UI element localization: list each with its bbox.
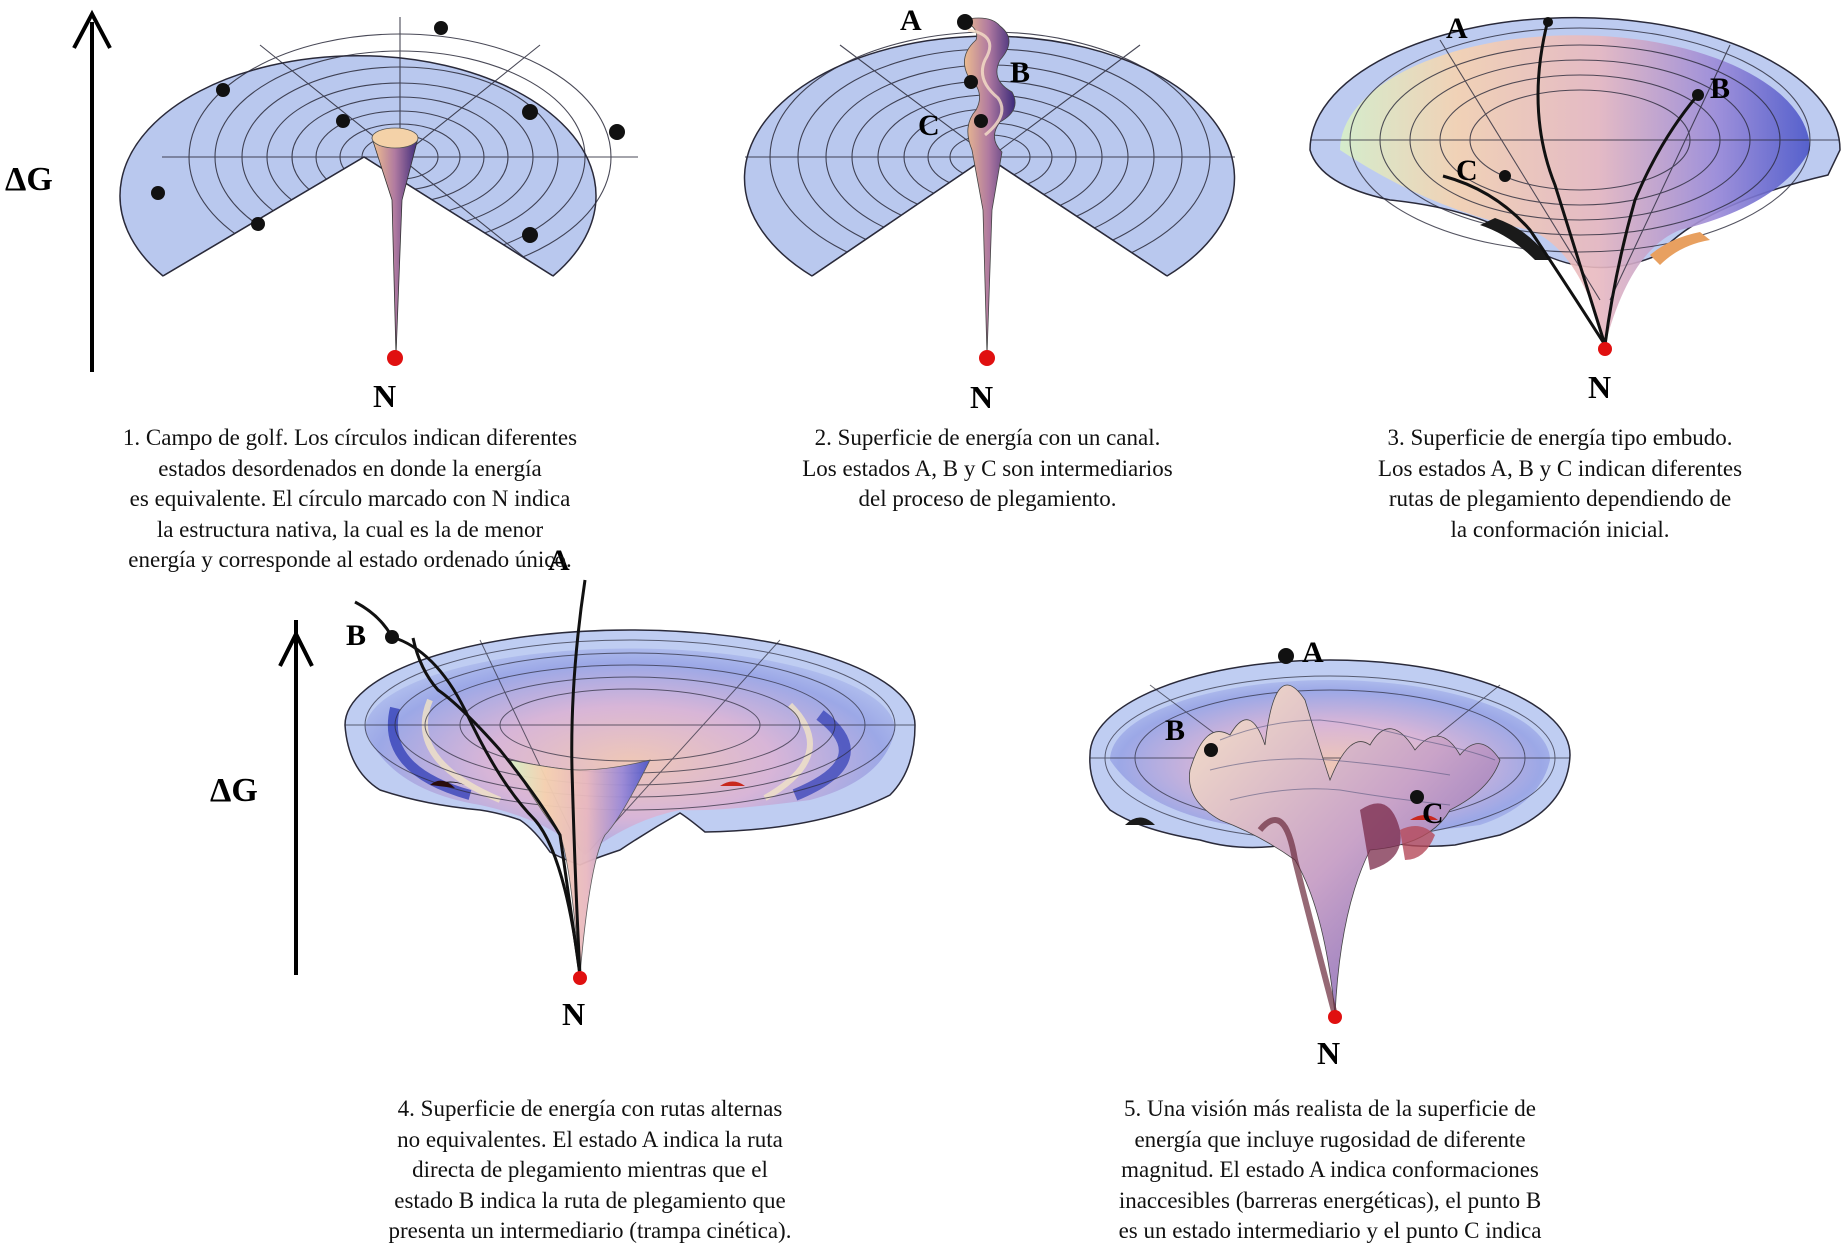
native-state-dot <box>573 971 587 985</box>
panel-3-native-label: N <box>1588 369 1611 405</box>
routes <box>368 595 370 600</box>
delta-g-label: ΔG <box>5 161 53 198</box>
panel-4-native-label: N <box>562 996 585 1032</box>
route-lines <box>355 580 362 590</box>
caption-line: magnitud. El estado A indica conformacio… <box>1020 1155 1640 1186</box>
folding-route-lines <box>350 595 360 601</box>
panel-4-caption: 4. Superficie de energía con rutas alter… <box>290 1094 890 1247</box>
native-state-dot <box>1328 1010 1342 1024</box>
panel-2-state-b-label: B <box>1010 56 1030 89</box>
panel-3-state-c-label: C <box>1456 154 1478 187</box>
caption-line: presenta un intermediario (trampa cinéti… <box>290 1216 890 1247</box>
panel-3-state-a-label: A <box>1446 12 1468 45</box>
caption-line: 4. Superficie de energía con rutas alter… <box>290 1094 890 1125</box>
panel-5-top-overlay <box>1070 640 1590 680</box>
caption-line: Los estados A, B y C son intermediarios <box>700 454 1275 485</box>
panel-5-state-c-label: C <box>1422 797 1444 830</box>
caption-line: rutas de plegamiento dependiendo de <box>1290 484 1830 515</box>
caption-line: del proceso de plegamiento. <box>700 484 1275 515</box>
caption-line: estados desordenados en donde la energía <box>20 454 680 485</box>
panel-1-diagram: ΔG N <box>0 0 700 420</box>
caption-line: no equivalentes. El estado A indica la r… <box>290 1125 890 1156</box>
panel-4-route-overlay <box>180 620 940 720</box>
panel-2-diagram: A B C N <box>700 0 1280 420</box>
rugged-surface <box>1090 660 1570 1015</box>
panel-2-caption: 2. Superficie de energía con un canal. L… <box>700 423 1275 515</box>
delta-g-axis-arrow <box>74 14 110 372</box>
panel-2-state-a-label: A <box>900 4 922 37</box>
panel-5-native-label: N <box>1317 1035 1340 1071</box>
panel-1-native-label: N <box>373 378 396 414</box>
native-state-dot <box>387 350 403 366</box>
caption-line: 2. Superficie de energía con un canal. <box>700 423 1275 454</box>
panel-3-state-b-label: B <box>1710 72 1730 105</box>
panel-5-caption: 5. Una visión más realista de la superfi… <box>1020 1094 1640 1247</box>
panel-3-diagram: A B C N <box>1280 0 1841 420</box>
panel-5-state-b-label: B <box>1165 714 1185 747</box>
panel-2-state-c-label: C <box>918 109 940 142</box>
native-state-dot <box>979 350 995 366</box>
caption-line: es un estado intermediario y el punto C … <box>1020 1216 1640 1247</box>
caption-line: 3. Superficie de energía tipo embudo. <box>1290 423 1830 454</box>
route-final <box>354 594 358 617</box>
caption-line: inaccesibles (barreras energéticas), el … <box>1020 1186 1640 1217</box>
caption-line: la conformación inicial. <box>1290 515 1830 546</box>
caption-line: es equivalente. El círculo marcado con N… <box>20 484 680 515</box>
caption-line: energía que incluye rugosidad de diferen… <box>1020 1125 1640 1156</box>
delta-g-label: ΔG <box>210 772 258 809</box>
panel-2-native-label: N <box>970 379 993 415</box>
caption-line: 5. Una visión más realista de la superfi… <box>1020 1094 1640 1125</box>
native-state-dot <box>1598 342 1612 356</box>
caption-line: directa de plegamiento mientras que el <box>290 1155 890 1186</box>
caption-line: Los estados A, B y C indican diferentes <box>1290 454 1830 485</box>
caption-line: 1. Campo de golf. Los círculos indican d… <box>20 423 680 454</box>
panel-3-caption: 3. Superficie de energía tipo embudo. Lo… <box>1290 423 1830 545</box>
panel-5-diagram: A B C N <box>1070 660 1590 1080</box>
caption-line: estado B indica la ruta de plegamiento q… <box>290 1186 890 1217</box>
panel-1-caption: 1. Campo de golf. Los círculos indican d… <box>20 423 680 576</box>
caption-line: energía y corresponde al estado ordenado… <box>20 545 680 576</box>
caption-line: la estructura nativa, la cual es la de m… <box>20 515 680 546</box>
route-a-top <box>677 642 688 720</box>
golf-course-surface <box>120 17 638 330</box>
